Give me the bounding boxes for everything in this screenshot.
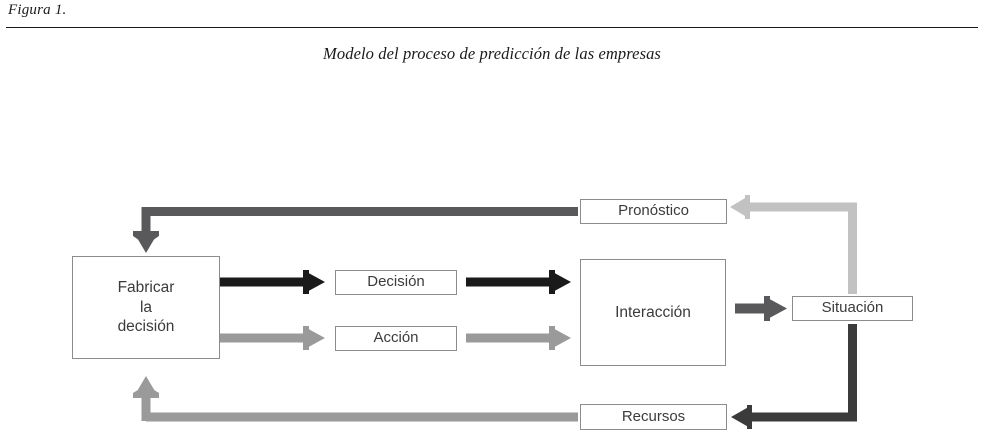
node-accion[interactable]: Acción <box>335 326 457 351</box>
figure-subtitle: Modelo del proceso de predicción de las … <box>323 44 661 63</box>
edge-recursos-to-fabricar <box>133 376 578 422</box>
edge-decision-to-interaccion <box>466 270 571 294</box>
node-pronostico[interactable]: Pronóstico <box>580 199 727 224</box>
edge-fabricar-to-decision <box>220 270 325 294</box>
node-situacion[interactable]: Situación <box>792 296 913 321</box>
node-interaccion[interactable]: Interacción <box>580 259 726 366</box>
header-divider <box>6 27 978 28</box>
edge-situacion-to-pronostico <box>730 195 857 294</box>
node-fabricar-line1: Fabricar <box>117 279 175 297</box>
edge-interaccion-to-situacion <box>735 296 787 321</box>
edge-pronostico-to-fabricar <box>133 207 578 253</box>
edge-fabricar-to-accion <box>220 326 325 350</box>
edge-situacion-to-recursos <box>731 324 857 429</box>
node-fabricar-line2: la <box>139 298 153 316</box>
node-fabricar-line3: decisión <box>117 318 175 336</box>
figure-label: Figura 1. <box>8 2 67 18</box>
node-recursos[interactable]: Recursos <box>580 404 727 430</box>
edge-accion-to-interaccion <box>466 326 571 350</box>
node-fabricar-la-decision[interactable]: Fabricar la decisión <box>72 256 220 359</box>
node-decision[interactable]: Decisión <box>335 270 457 295</box>
